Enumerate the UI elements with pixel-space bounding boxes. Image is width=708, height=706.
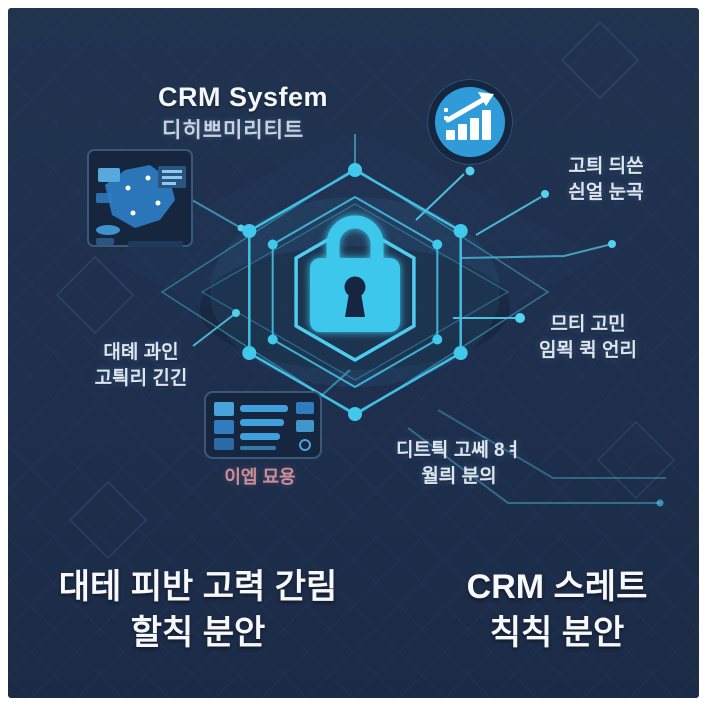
label-left: 대톄 과인 고틕리 긴긴 — [95, 340, 188, 392]
label-mid-right-line1: 므티 고민 — [550, 314, 626, 335]
infographic-canvas: CRM Sysfem 디히쁘미리티트 고틔 듸쓴 싄얼 눈곡 므티 고민 임뫽 … — [8, 8, 699, 698]
label-top-right: 고틔 듸쓴 싄얼 눈곡 — [568, 154, 643, 206]
label-left-line2: 고틕리 긴긴 — [94, 368, 188, 389]
network-graphic — [8, 8, 699, 698]
hexagon-shield — [160, 163, 550, 421]
footer-left-line1: 대테 피반 고력 간림 — [58, 568, 338, 606]
page-subtitle: 디히쁘미리티트 — [162, 119, 305, 142]
page-title: CRM Sysfem — [158, 82, 329, 112]
map-dashboard-thumbnail — [87, 149, 193, 247]
label-bottom-mid-line1: 디트틕 고쎄 8ㅕ — [395, 440, 523, 461]
label-top-right-line2: 싄얼 눈곡 — [568, 182, 644, 203]
footer-right-line2: 칙칙 분안 — [489, 614, 625, 652]
footer-title-left: 대테 피반 고력 간림 할칙 분안 — [59, 564, 338, 656]
label-top-right-line1: 고틔 듸쓴 — [568, 156, 644, 177]
label-bottom-mid-line2: 월릐 분의 — [421, 466, 497, 487]
label-mid-right: 므티 고민 임뫽 퀵 언리 — [539, 312, 637, 364]
bar-chart-rising-icon — [427, 79, 513, 165]
footer-title-right: CRM 스레트 칙칙 분안 — [467, 564, 648, 656]
footer-left-line2: 할칙 분안 — [130, 614, 266, 652]
footer-right-line1: CRM 스레트 — [466, 568, 648, 606]
label-left-line1: 대톄 과인 — [103, 342, 179, 363]
list-dashboard-thumbnail — [204, 391, 322, 459]
label-pink: 이엡 묘용 — [224, 467, 296, 487]
label-mid-right-line2: 임뫽 퀵 언리 — [539, 340, 637, 361]
label-bottom-mid: 디트틕 고쎄 8ㅕ 월릐 분의 — [396, 438, 522, 490]
padlock-icon — [310, 215, 400, 332]
